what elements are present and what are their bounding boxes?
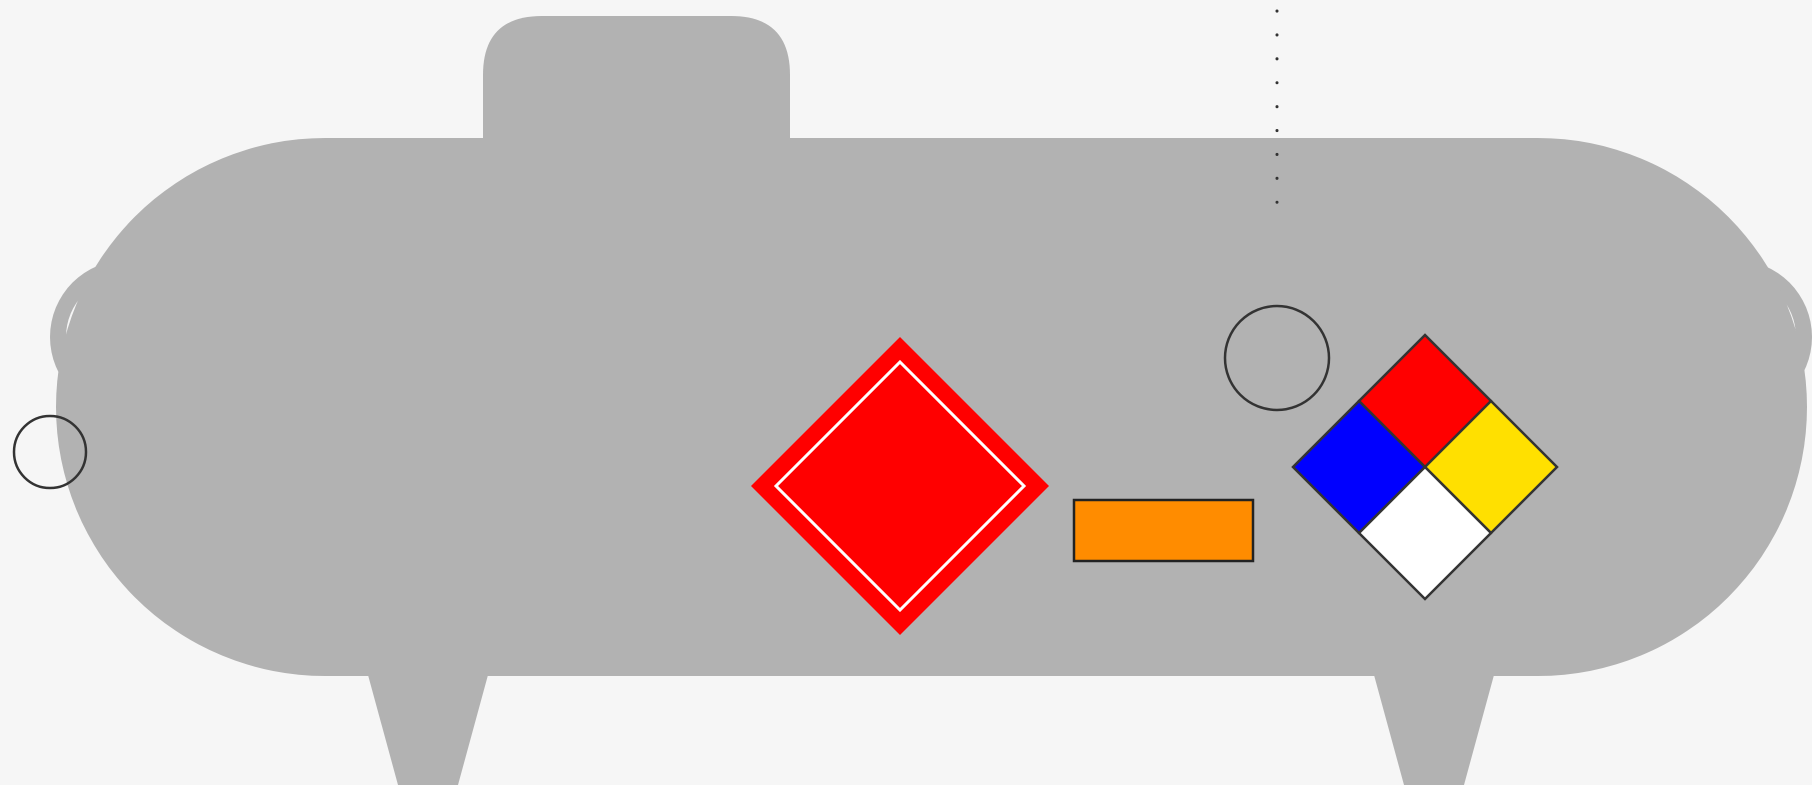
manway-dome-icon <box>483 16 790 150</box>
side-valve-icon <box>12 414 88 490</box>
flammable-placard-icon <box>751 337 1049 635</box>
nfpa-special-quadrant <box>1357 465 1493 601</box>
nfpa-704-diamond-icon <box>1291 333 1559 601</box>
gauge-icon <box>1223 304 1331 412</box>
support-leg-icon-left <box>368 675 488 785</box>
support-leg-icon-right <box>1374 675 1494 785</box>
orange-label-band-icon <box>1072 498 1255 563</box>
